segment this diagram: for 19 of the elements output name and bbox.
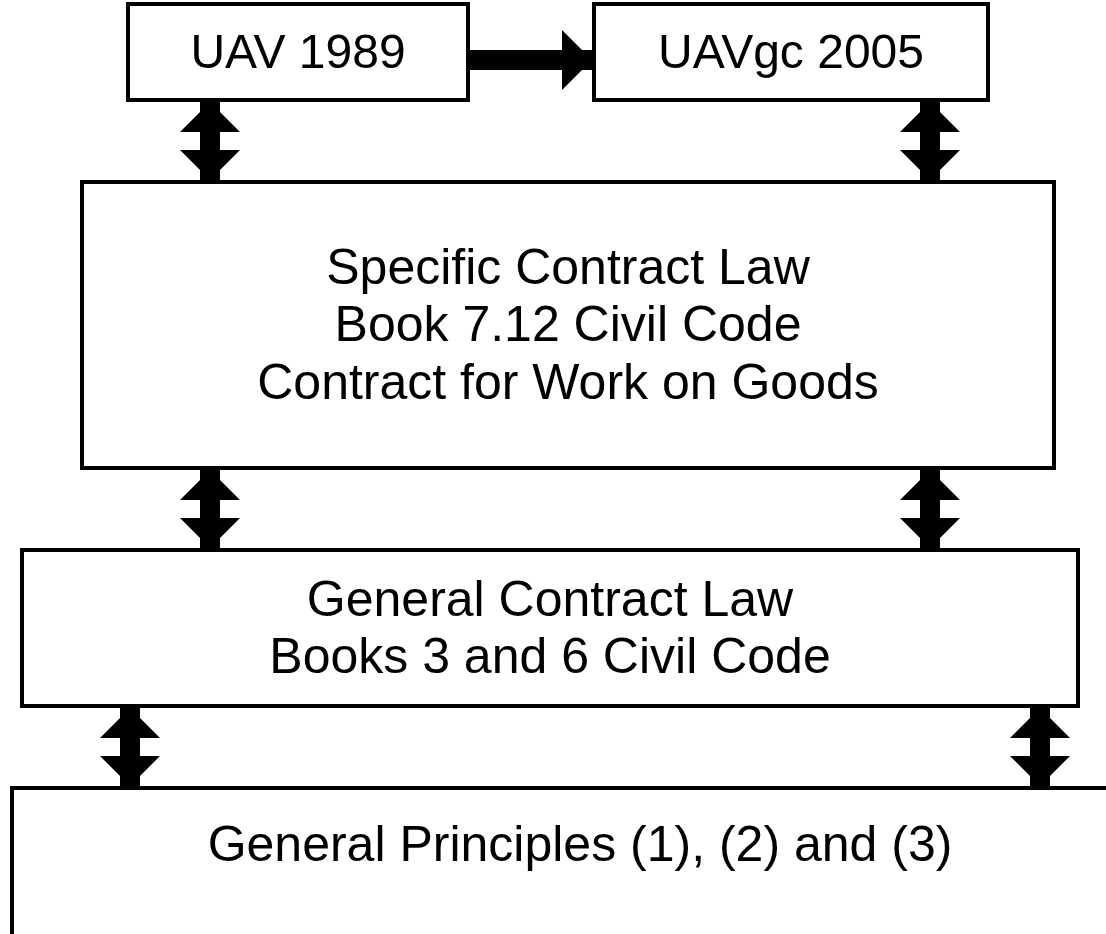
law-box bbox=[592, 2, 990, 102]
block-arrow bbox=[180, 102, 240, 180]
block-arrow bbox=[470, 30, 592, 90]
block-arrow bbox=[900, 470, 960, 548]
law-box bbox=[80, 180, 1056, 470]
block-arrow bbox=[1010, 708, 1070, 786]
block-arrow bbox=[180, 470, 240, 548]
box-text: UAVgc 2005 bbox=[658, 24, 924, 80]
law-box bbox=[20, 548, 1080, 708]
law-box bbox=[126, 2, 470, 102]
block-arrow bbox=[100, 708, 160, 786]
box-text: Specific Contract Law bbox=[326, 238, 810, 297]
box-text: Book 7.12 Civil Code bbox=[334, 296, 802, 354]
block-arrow bbox=[900, 102, 960, 180]
box-text: General Principles (1), (2) and (3) bbox=[207, 816, 953, 874]
box-text: UAV 1989 bbox=[190, 24, 406, 80]
box-text: Books 3 and 6 Civil Code bbox=[269, 628, 831, 686]
box-text: General Contract Law bbox=[306, 570, 794, 628]
box-text: Contract for Work on Goods bbox=[257, 353, 879, 412]
